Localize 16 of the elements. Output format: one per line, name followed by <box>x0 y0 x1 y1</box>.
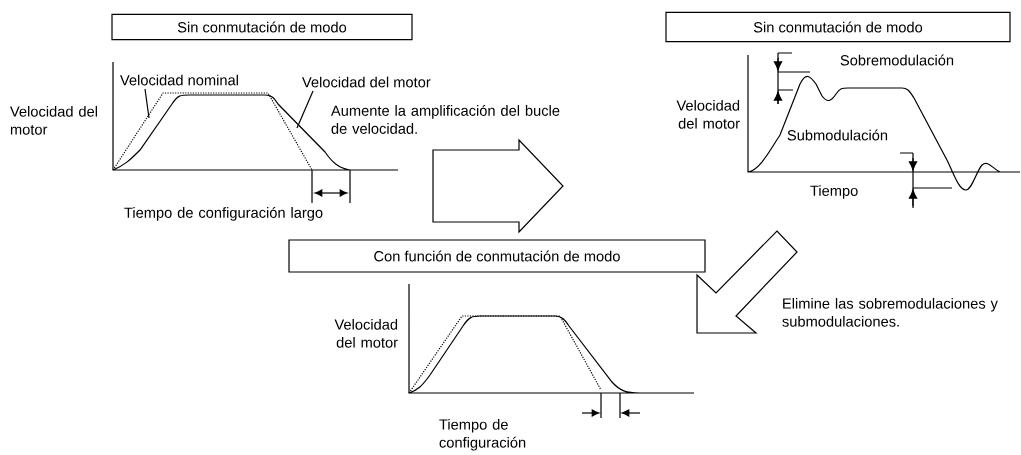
note-text: Aumente la amplificación del bucle de velocidad. <box>330 104 560 134</box>
axis-label: Tiempo de configuración <box>439 418 526 451</box>
heading-box: Sin conmutación de modo <box>665 11 1011 43</box>
curve-label: Velocidad del motor <box>302 76 431 88</box>
axis-label: Tiempo de configuración largo <box>124 206 323 221</box>
axis-label: Tiempo <box>810 185 858 199</box>
note-text: Elimine las sobremodulaciones y submodulaciones. <box>782 297 998 327</box>
leader-line <box>144 88 150 119</box>
axis-label: Velocidad del motor <box>676 99 740 129</box>
curve-label: Velocidad nominal <box>120 74 238 86</box>
axis-label: Velocidad del motor <box>334 318 398 348</box>
axis-label: Velocidad del motor <box>10 105 97 135</box>
annotation-label: Submodulación <box>787 129 888 141</box>
heading-box: Con función de conmutación de modo <box>288 239 706 273</box>
heading-box: Sin conmutación de modo <box>111 13 413 41</box>
leader-line <box>296 90 314 129</box>
